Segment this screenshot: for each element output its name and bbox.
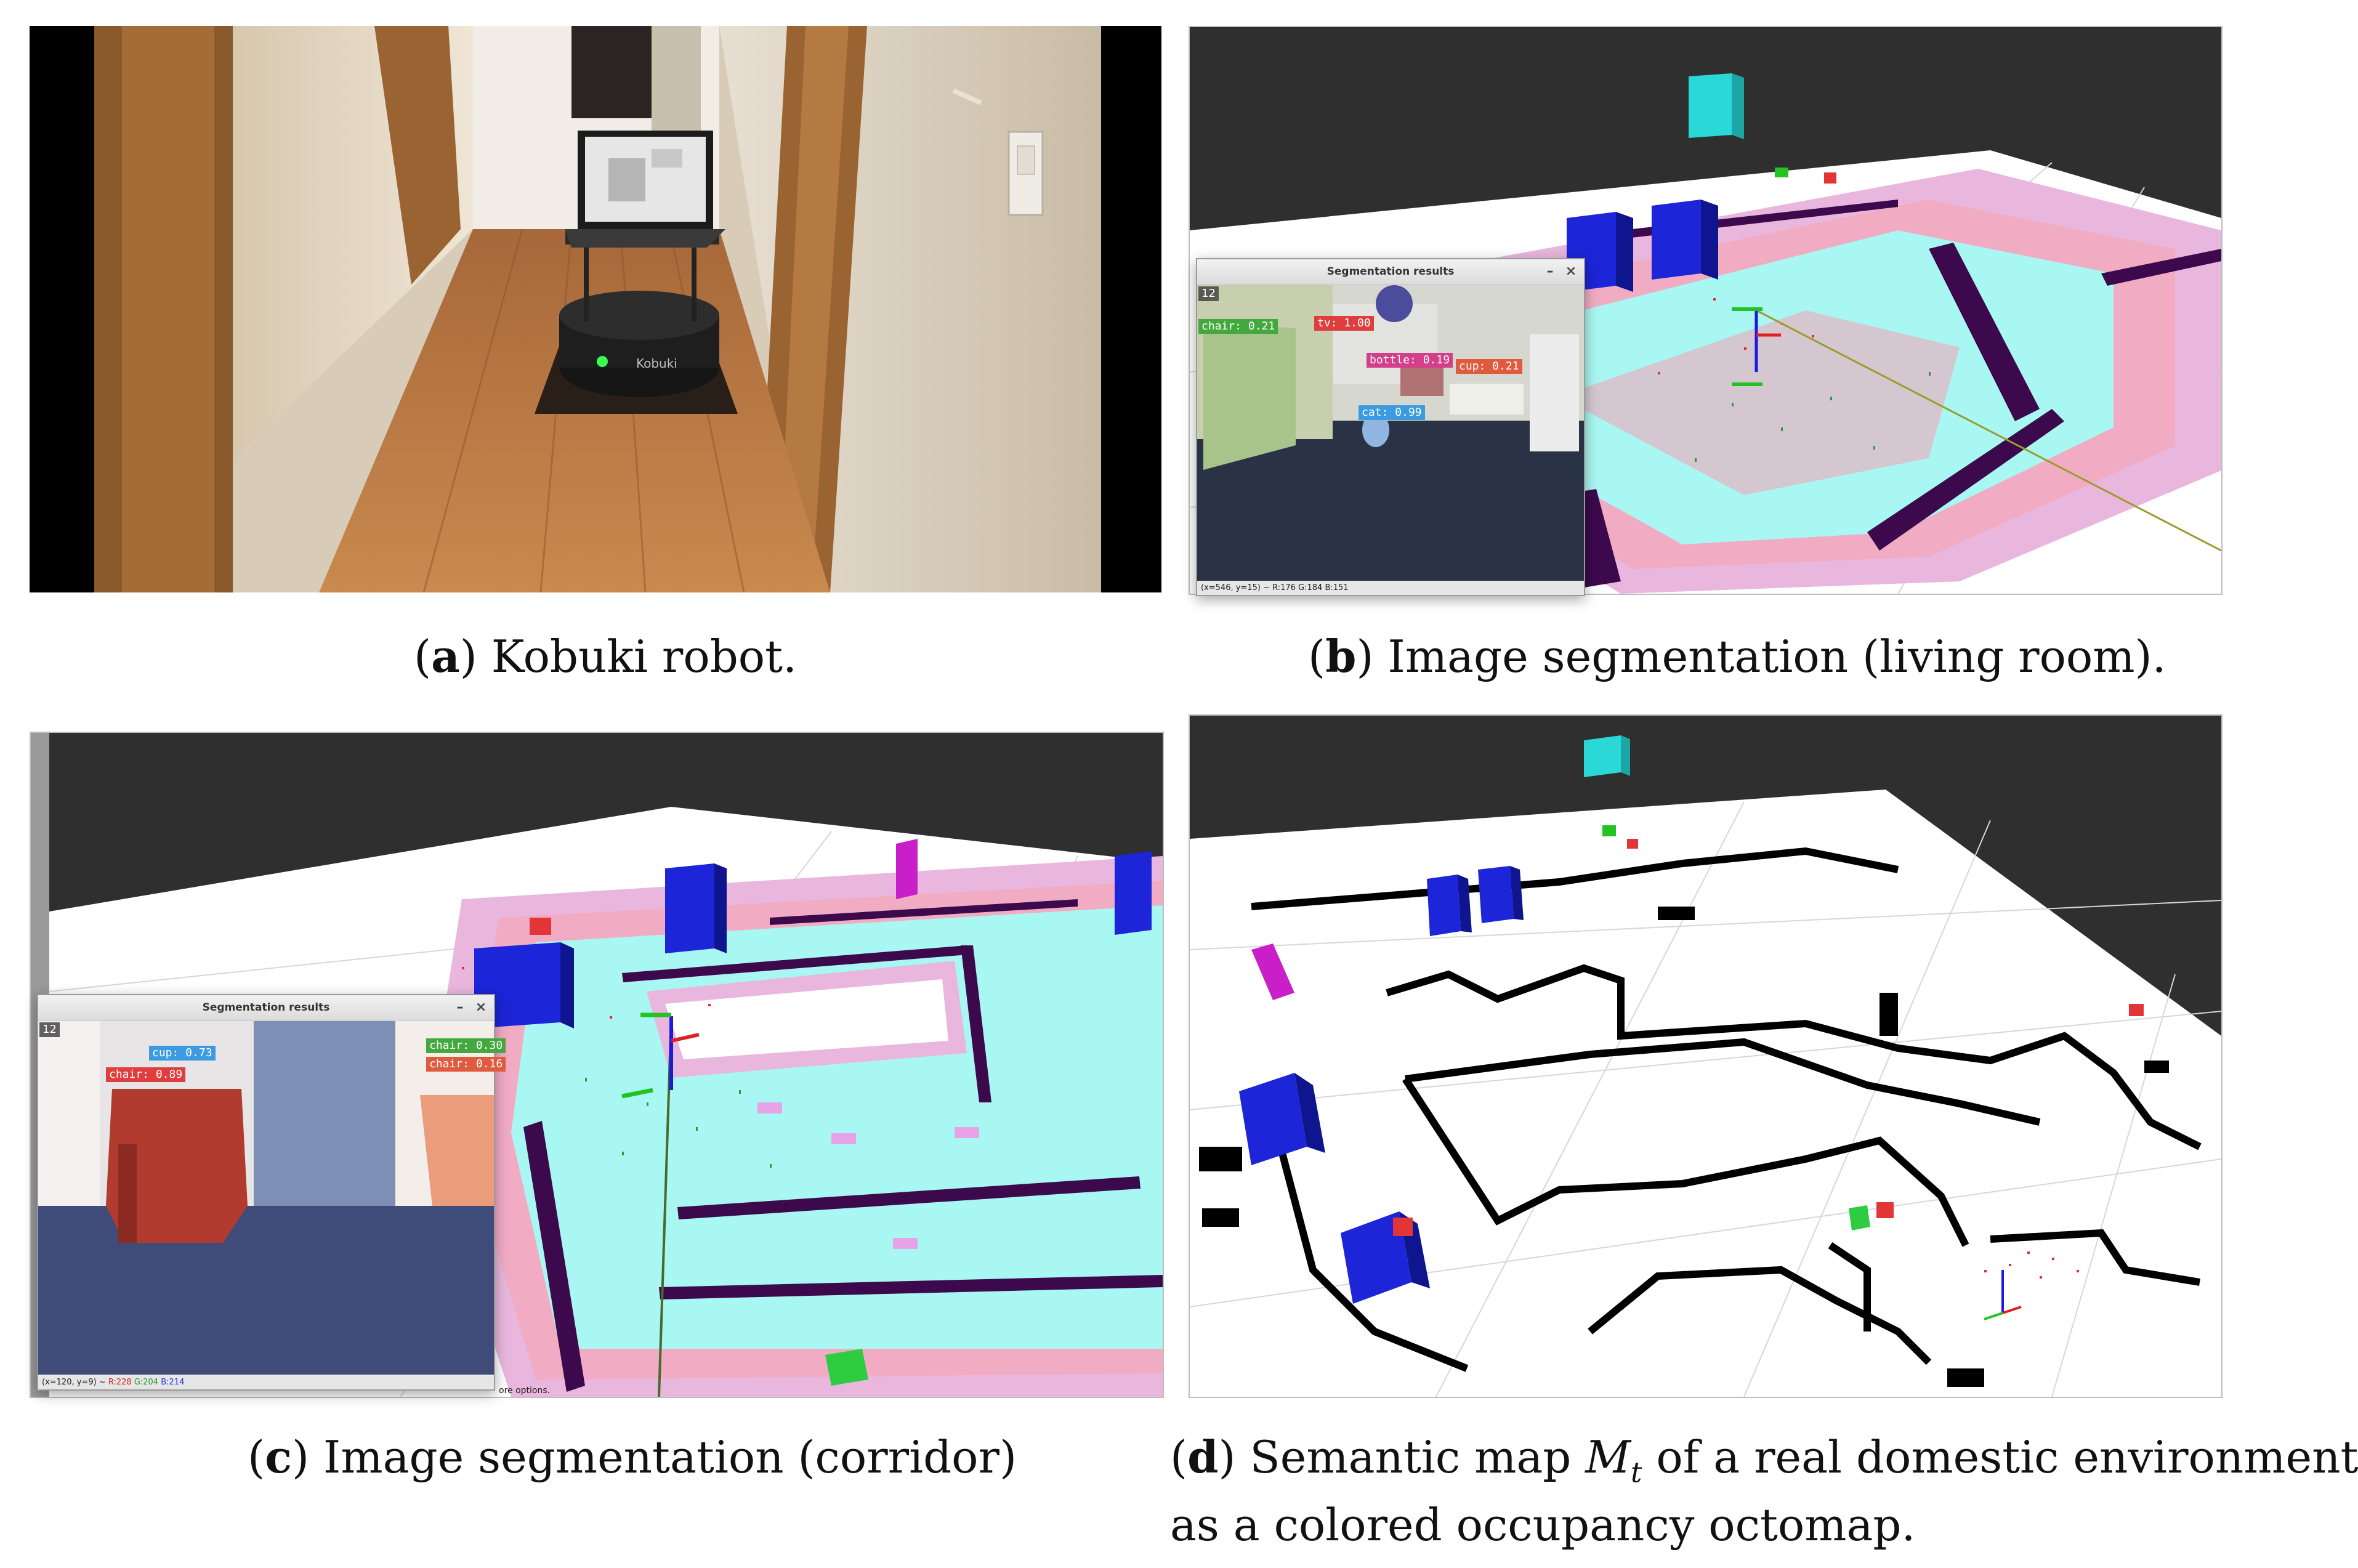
frame-number: 12 — [1198, 286, 1219, 301]
chair-voxel-2 — [1115, 851, 1152, 935]
status-g: G:204 — [134, 1378, 159, 1387]
caption-d-after: of a real domestic environment — [1642, 1431, 2358, 1483]
cup-voxel — [1824, 172, 1836, 184]
caption-d-letter: d — [1187, 1431, 1219, 1483]
detection-label: chair: 0.30 — [426, 1038, 506, 1053]
caption-b-text: ) Image segmentation (living room). — [1356, 631, 2166, 682]
segmentation-image-b: 12 chair: 0.21 tv: 1.00 bottle: 0.19 cup… — [1197, 285, 1584, 581]
caption-b: (b) Image segmentation (living room). — [1308, 630, 2166, 682]
detection-label: cup: 0.21 — [1456, 359, 1522, 374]
cup-voxel-1 — [1627, 839, 1638, 849]
panel-d-semantic-map — [1189, 714, 2223, 1398]
chair-voxel-1 — [1427, 875, 1472, 936]
chair-voxel-3 — [474, 942, 574, 1028]
detection-label: cat: 0.99 — [1359, 405, 1425, 420]
detection-label: cup: 0.73 — [149, 1046, 216, 1061]
status-position: (x=120, y=9) ~ — [42, 1378, 106, 1387]
bottle-voxel — [1602, 825, 1616, 836]
window-titlebar[interactable]: Segmentation results – × — [1197, 259, 1584, 285]
caption-c-text: ) Image segmentation (corridor) — [291, 1431, 1017, 1483]
close-icon[interactable]: × — [1565, 264, 1577, 279]
cat-voxel — [825, 1349, 868, 1386]
status-r: R:228 — [108, 1378, 132, 1387]
caption-d-before: ) Semantic map — [1218, 1431, 1586, 1483]
panel-a-photo: Kobuki — [30, 26, 1161, 593]
window-title: Segmentation results — [1326, 265, 1455, 278]
frame-number: 12 — [39, 1022, 60, 1037]
segmentation-window-b[interactable]: Segmentation results – × 12 chair: 0.21 … — [1196, 258, 1585, 596]
caption-d-symbol: Mt — [1585, 1431, 1642, 1489]
chair-voxel-2 — [1478, 866, 1524, 923]
status-b: B:214 — [161, 1378, 185, 1387]
plant-voxel — [896, 839, 918, 899]
plant-voxel — [1251, 944, 1294, 1000]
caption-a-letter: a — [431, 630, 460, 682]
panel-c-rviz-view: ore options. Segmentation results – × 12… — [30, 732, 1164, 1398]
tv-voxel — [1584, 735, 1630, 777]
detection-label: chair: 0.21 — [1198, 319, 1278, 334]
close-icon[interactable]: × — [475, 1000, 487, 1015]
chair-voxel-3 — [1239, 1073, 1325, 1165]
caption-c: (c) Image segmentation (corridor) — [248, 1431, 1017, 1483]
status-bar: (x=120, y=9) ~ R:228 G:204 B:214 — [38, 1376, 494, 1389]
caption-d-subscript: t — [1631, 1455, 1642, 1489]
caption-a: (a) Kobuki robot. — [414, 630, 797, 682]
detection-label: bottle: 0.19 — [1367, 353, 1453, 368]
minimize-icon[interactable]: – — [456, 1000, 464, 1015]
caption-d-line2: as a colored occupancy octomap. — [1170, 1499, 1916, 1551]
cat-voxel — [1849, 1205, 1870, 1231]
semantic-octomap-view — [1189, 716, 2222, 1397]
caption-d: (d) Semantic map Mt of a real domestic e… — [1170, 1431, 2358, 1489]
segmentation-image-c: 12 cup: 0.73 chair: 0.89 chair: 0.30 cha… — [38, 1021, 506, 1375]
bottle-voxel — [1775, 168, 1788, 177]
chair-voxel-1 — [665, 863, 727, 953]
chair-voxel-2 — [1652, 200, 1718, 280]
kobuki-robot-photo: Kobuki — [30, 26, 1161, 593]
odom-path-line — [1756, 309, 2222, 552]
caption-a-text: ) Kobuki robot. — [459, 631, 797, 682]
cup-voxel — [530, 918, 551, 935]
segmentation-window-c[interactable]: Segmentation results – × 12 cup: 0.73 ch… — [37, 994, 506, 1391]
tv-voxel — [1689, 73, 1744, 139]
caption-c-letter: c — [265, 1431, 292, 1483]
minimize-icon[interactable]: – — [1546, 264, 1554, 279]
detection-label: tv: 1.00 — [1314, 316, 1374, 331]
cup-voxel-2 — [2129, 1004, 2144, 1016]
status-overflow-text: ore options. — [499, 1386, 550, 1396]
window-titlebar[interactable]: Segmentation results – × — [38, 995, 494, 1020]
caption-d-symbol-letter: M — [1585, 1431, 1631, 1483]
detection-label: chair: 0.16 — [426, 1057, 506, 1072]
window-title: Segmentation results — [202, 1001, 330, 1014]
caption-b-letter: b — [1325, 630, 1357, 682]
panel-b-rviz-view: Segmentation results – × 12 chair: 0.21 … — [1189, 26, 2223, 596]
cup-voxel-4 — [1876, 1202, 1894, 1218]
robot-brand-label: Kobuki — [636, 356, 677, 371]
cup-voxel-3 — [1393, 1218, 1413, 1236]
detection-label: chair: 0.89 — [106, 1067, 186, 1082]
status-bar: (x=546, y=15) ~ R:176 G:184 B:151 — [1197, 581, 1584, 595]
